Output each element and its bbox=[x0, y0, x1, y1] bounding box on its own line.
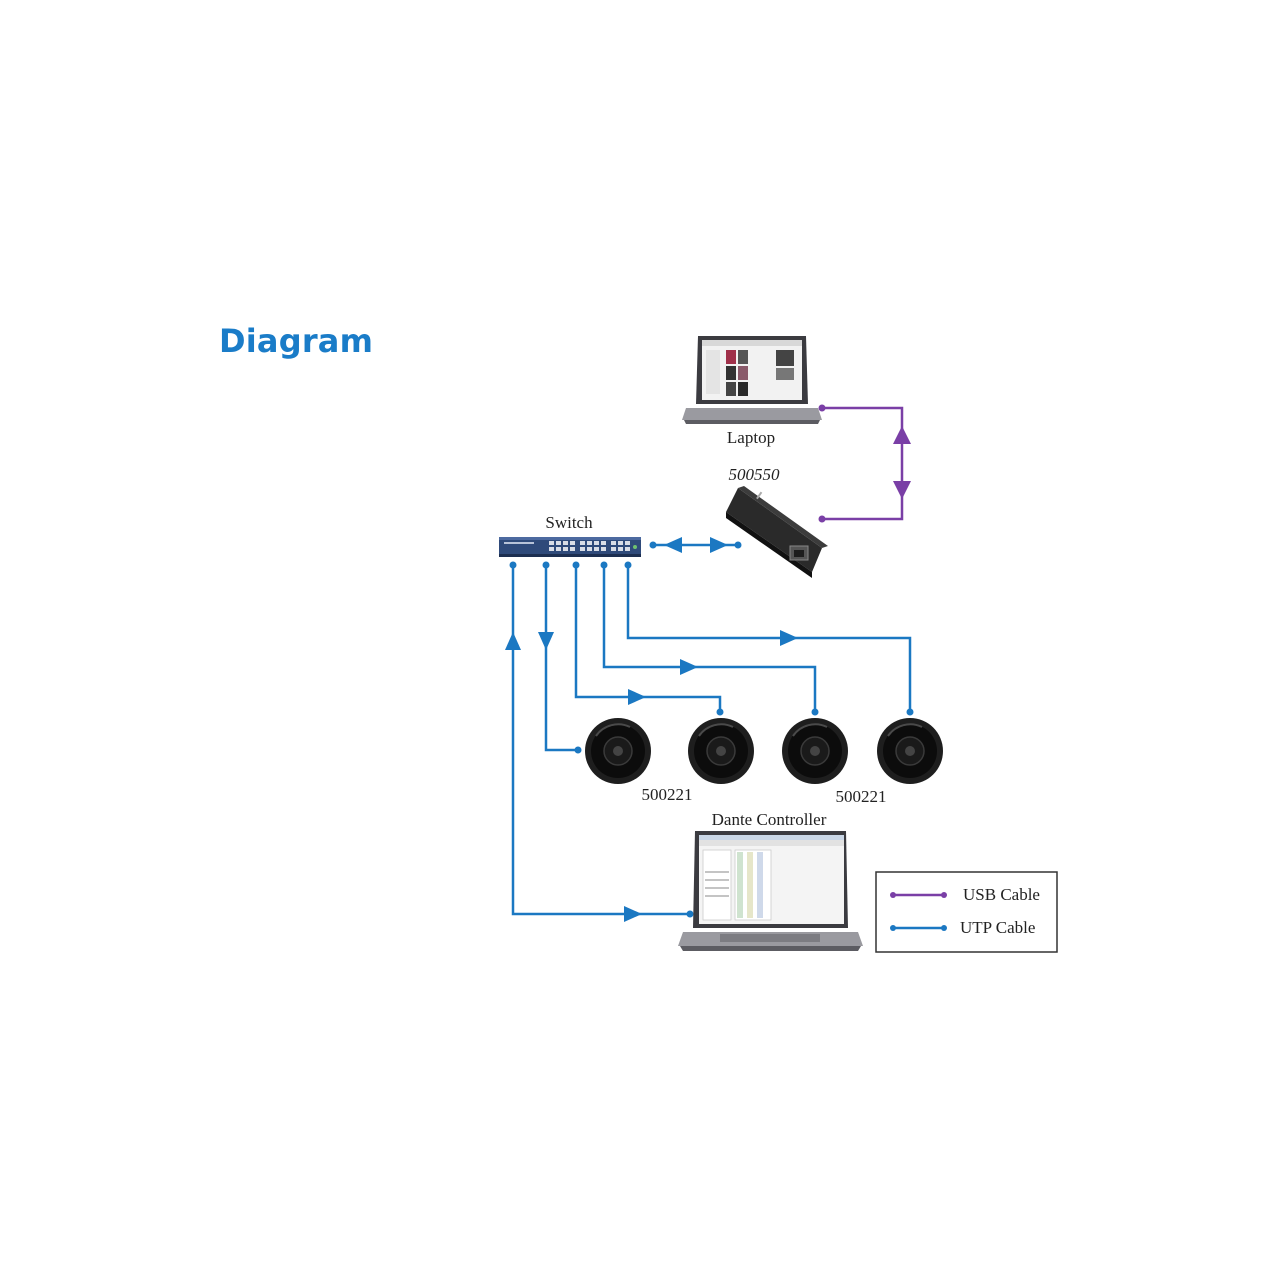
interface-label: 500550 bbox=[729, 465, 781, 484]
legend: USB Cable UTP Cable bbox=[875, 871, 1058, 953]
ceiling-speaker-icon bbox=[585, 718, 651, 784]
controller-label: Dante Controller bbox=[712, 810, 827, 829]
legend-usb-label: USB Cable bbox=[963, 885, 1040, 904]
utp-nodes bbox=[509, 561, 914, 918]
controller-laptop-icon bbox=[678, 831, 863, 951]
usb-cable bbox=[822, 406, 904, 521]
ceiling-speaker-icon bbox=[877, 718, 943, 784]
speaker-label-b: 500221 bbox=[836, 787, 887, 806]
usb-laptop-node bbox=[818, 404, 826, 412]
usb-arrow-down bbox=[893, 481, 911, 499]
legend-utp-label: UTP Cable bbox=[960, 918, 1035, 937]
switch-label: Switch bbox=[545, 513, 593, 532]
ceiling-speaker-icon bbox=[688, 718, 754, 784]
usb-interface-node bbox=[818, 515, 826, 523]
laptop-icon bbox=[682, 336, 822, 424]
utp-arrow-left bbox=[664, 537, 682, 553]
usb-arrow-up bbox=[893, 426, 911, 444]
network-switch-icon bbox=[499, 537, 641, 557]
ceiling-speaker-icon bbox=[782, 718, 848, 784]
speaker-label-a: 500221 bbox=[642, 785, 693, 804]
utp-node bbox=[734, 541, 742, 549]
utp-node bbox=[649, 541, 657, 549]
usb-interface-icon bbox=[726, 486, 828, 578]
utp-arrows bbox=[505, 630, 798, 922]
utp-arrow-right bbox=[710, 537, 728, 553]
laptop-label: Laptop bbox=[727, 428, 775, 447]
page-title: Diagram bbox=[219, 322, 374, 360]
